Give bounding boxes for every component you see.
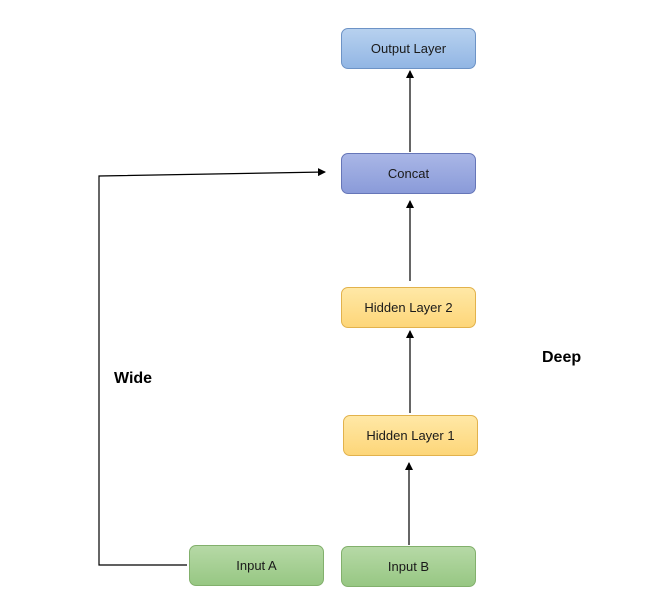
output-layer-label: Output Layer: [370, 41, 447, 56]
input-a-label: Input A: [236, 558, 277, 573]
input-b-label: Input B: [387, 559, 430, 574]
input-a-node: Input A: [189, 545, 324, 586]
hidden-layer-2-node: Hidden Layer 2: [341, 287, 476, 328]
hidden-layer-1-label: Hidden Layer 1: [366, 428, 455, 443]
hidden-layer-2-label: Hidden Layer 2: [364, 300, 453, 315]
wide-connector: [98, 168, 326, 566]
concat-node: Concat: [341, 153, 476, 194]
wide-label: Wide: [114, 370, 153, 387]
deep-label: Deep: [542, 349, 582, 366]
concat-label: Concat: [387, 166, 430, 181]
output-layer-node: Output Layer: [341, 28, 476, 69]
input-b-node: Input B: [341, 546, 476, 587]
hidden-layer-1-node: Hidden Layer 1: [343, 415, 478, 456]
